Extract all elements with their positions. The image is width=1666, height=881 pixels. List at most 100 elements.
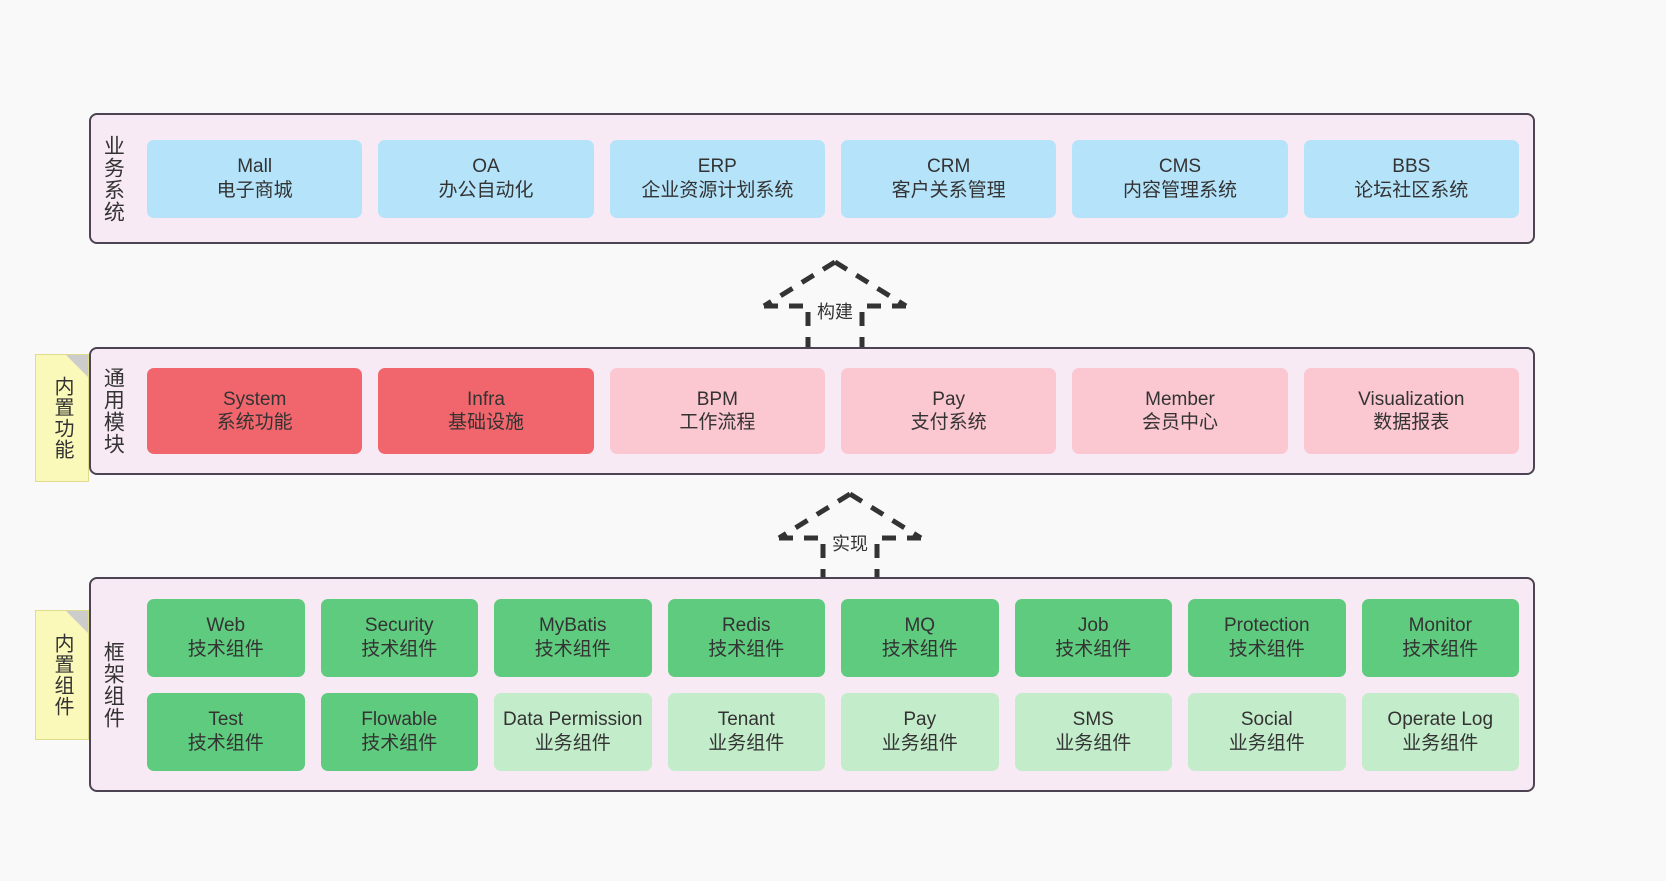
card-security[interactable]: Security 技术组件 (320, 598, 478, 677)
card-member[interactable]: Member 会员中心 (1072, 368, 1288, 454)
card-title: BPM (696, 388, 738, 410)
card-subtitle: 企业资源计划系统 (641, 179, 794, 201)
card-subtitle: 论坛社区系统 (1354, 179, 1469, 201)
card-sms[interactable]: SMS 业务组件 (1014, 692, 1172, 771)
card-flowable[interactable]: Flowable 技术组件 (320, 692, 478, 771)
card-social[interactable]: Social 业务组件 (1188, 692, 1346, 771)
card-row: Mall 电子商城 OA 办公自动化 ERP 企业资源计划系统 CRM 客户关系… (147, 139, 1519, 218)
card-title: MyBatis (538, 615, 607, 637)
card-redis[interactable]: Redis 技术组件 (667, 598, 825, 677)
layer-business-systems: 业务系统 Mall 电子商城 OA 办公自动化 ERP 企业资源计划系统 CRM… (89, 113, 1535, 244)
card-subtitle: 基础设施 (447, 412, 524, 433)
card-visualization[interactable]: Visualization 数据报表 (1303, 368, 1519, 454)
card-title: Test (208, 709, 244, 731)
card-job[interactable]: Job 技术组件 (1014, 598, 1172, 677)
card-subtitle: 技术组件 (708, 638, 785, 660)
card-web[interactable]: Web 技术组件 (147, 598, 305, 677)
card-bbs[interactable]: BBS 论坛社区系统 (1303, 139, 1519, 218)
card-subtitle: 业务组件 (708, 732, 785, 754)
card-protection[interactable]: Protection 技术组件 (1188, 598, 1346, 677)
card-subtitle: 技术组件 (1055, 638, 1132, 660)
card-subtitle: 技术组件 (1402, 638, 1479, 660)
card-title: Member (1145, 388, 1215, 410)
note-builtin-components: 内置组件 (35, 610, 89, 740)
card-title: ERP (697, 156, 737, 178)
card-title: System (222, 388, 287, 410)
card-cms[interactable]: CMS 内容管理系统 (1072, 139, 1288, 218)
card-subtitle: 技术组件 (187, 732, 264, 754)
layer-common-modules: 通用模块 System 系统功能 Infra 基础设施 BPM 工作流程 Pay… (89, 347, 1535, 475)
layer-body-business-systems: Mall 电子商城 OA 办公自动化 ERP 企业资源计划系统 CRM 客户关系… (133, 115, 1533, 242)
card-title: Job (1077, 615, 1109, 637)
card-title: Protection (1223, 615, 1310, 637)
card-subtitle: 工作流程 (679, 412, 756, 433)
card-infra[interactable]: Infra 基础设施 (378, 368, 594, 454)
card-monitor[interactable]: Monitor 技术组件 (1361, 598, 1519, 677)
card-title: Social (1240, 709, 1293, 731)
card-subtitle: 技术组件 (534, 638, 611, 660)
card-title: Tenant (717, 709, 775, 731)
card-crm[interactable]: CRM 客户关系管理 (840, 139, 1057, 218)
card-operate-log[interactable]: Operate Log 业务组件 (1361, 692, 1519, 771)
connector-label-build: 构建 (817, 302, 853, 322)
card-title: SMS (1072, 709, 1114, 731)
card-title: Visualization (1358, 388, 1465, 410)
note-label: 内置组件 (51, 633, 73, 717)
card-title: MQ (904, 615, 936, 637)
card-subtitle: 系统功能 (216, 412, 293, 433)
arrowhead-build (762, 259, 908, 309)
connector-label-implement: 实现 (832, 534, 868, 554)
card-pay-business[interactable]: Pay 业务组件 (841, 692, 999, 771)
card-subtitle: 内容管理系统 (1122, 179, 1237, 201)
card-system[interactable]: System 系统功能 (147, 368, 363, 454)
card-mall[interactable]: Mall 电子商城 (147, 139, 363, 218)
card-data-permission[interactable]: Data Permission 业务组件 (494, 692, 652, 771)
layer-body-framework-components: Web 技术组件 Security 技术组件 MyBatis 技术组件 Redi… (133, 579, 1533, 790)
card-subtitle: 技术组件 (881, 638, 958, 660)
note-label: 内置功能 (51, 376, 73, 460)
card-subtitle: 客户关系管理 (891, 179, 1006, 201)
card-test[interactable]: Test 技术组件 (147, 692, 305, 771)
card-title: BBS (1392, 156, 1431, 178)
card-row-business: Test 技术组件 Flowable 技术组件 Data Permission … (147, 692, 1519, 771)
card-bpm[interactable]: BPM 工作流程 (609, 368, 825, 454)
arrowhead-implement (777, 491, 923, 541)
card-title: Mall (237, 156, 273, 178)
card-subtitle: 业务组件 (881, 732, 958, 754)
layer-title-business-systems: 业务系统 (101, 134, 125, 223)
card-title: Security (364, 615, 434, 637)
card-subtitle: 电子商城 (216, 179, 293, 201)
card-mybatis[interactable]: MyBatis 技术组件 (494, 598, 652, 677)
note-fold-corner-icon (66, 611, 88, 633)
card-title: Pay (932, 388, 966, 410)
card-title: Flowable (361, 709, 438, 731)
layer-body-common-modules: System 系统功能 Infra 基础设施 BPM 工作流程 Pay 支付系统… (133, 349, 1533, 473)
card-subtitle: 业务组件 (1055, 732, 1132, 754)
card-subtitle: 技术组件 (1228, 638, 1305, 660)
card-pay[interactable]: Pay 支付系统 (840, 368, 1057, 454)
card-subtitle: 业务组件 (534, 732, 611, 754)
card-erp[interactable]: ERP 企业资源计划系统 (609, 139, 825, 218)
note-fold-corner-icon (66, 355, 88, 377)
layer-title-common-modules: 通用模块 (101, 367, 125, 455)
card-title: Infra (466, 388, 505, 410)
card-subtitle: 技术组件 (187, 638, 264, 660)
card-title: Monitor (1408, 615, 1472, 637)
card-subtitle: 支付系统 (910, 412, 987, 433)
connector-build: 构建 (760, 258, 910, 350)
card-title: CMS (1158, 156, 1202, 178)
card-title: Web (206, 615, 246, 637)
card-subtitle: 业务组件 (1228, 732, 1305, 754)
card-title: Redis (721, 615, 771, 637)
note-builtin-features: 内置功能 (35, 354, 89, 482)
card-title: Operate Log (1387, 709, 1494, 731)
card-row-technical: Web 技术组件 Security 技术组件 MyBatis 技术组件 Redi… (147, 598, 1519, 677)
card-title: Data Permission (503, 709, 643, 731)
card-oa[interactable]: OA 办公自动化 (378, 139, 594, 218)
card-subtitle: 技术组件 (361, 732, 438, 754)
card-tenant[interactable]: Tenant 业务组件 (667, 692, 825, 771)
card-mq[interactable]: MQ 技术组件 (841, 598, 999, 677)
card-title: Pay (903, 709, 937, 731)
layer-framework-components: 框架组件 Web 技术组件 Security 技术组件 MyBatis 技术组件… (89, 577, 1535, 792)
